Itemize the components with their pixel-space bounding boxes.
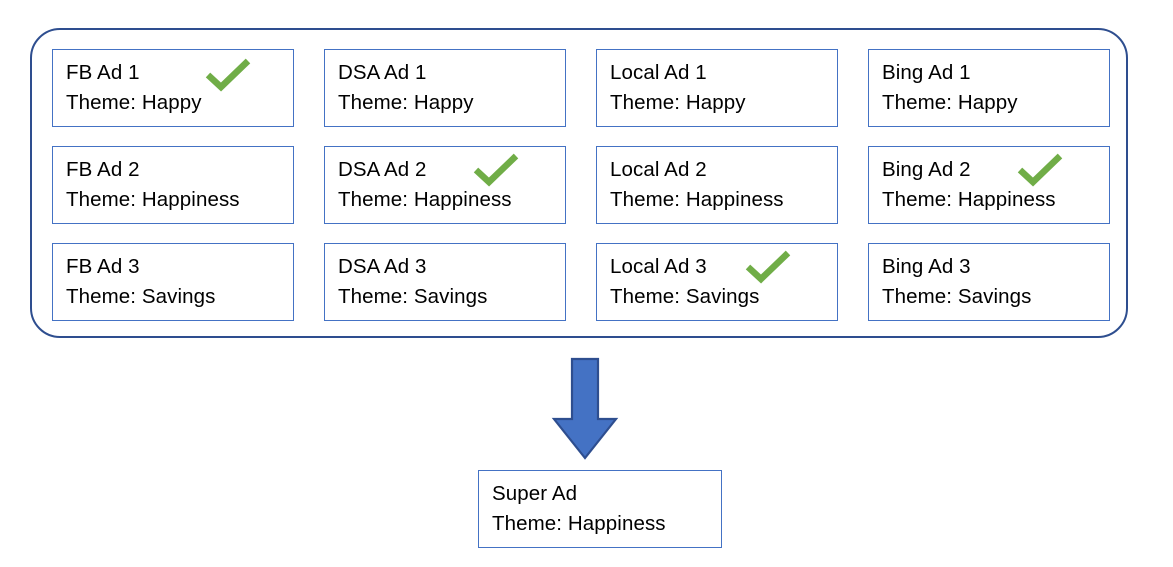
ad-card-title: Bing Ad 1 (882, 61, 971, 84)
arrow-down-icon (551, 357, 619, 462)
ad-card[interactable]: Local Ad 2 Theme: Happiness (596, 146, 838, 224)
ad-card-theme: Theme: Happy (882, 91, 1018, 114)
ad-card-theme: Theme: Happiness (882, 188, 1056, 211)
ad-card[interactable]: DSA Ad 1 Theme: Happy (324, 49, 566, 127)
ad-card-title: Local Ad 2 (610, 158, 707, 181)
ad-card-theme: Theme: Happiness (66, 188, 240, 211)
ad-card[interactable]: FB Ad 1 Theme: Happy (52, 49, 294, 127)
ad-card-theme: Theme: Happy (338, 91, 474, 114)
super-ad-card[interactable]: Super Ad Theme: Happiness (478, 470, 722, 548)
ad-card-title: FB Ad 3 (66, 255, 140, 278)
ad-card-theme: Theme: Happy (610, 91, 746, 114)
ad-card[interactable]: FB Ad 3 Theme: Savings (52, 243, 294, 321)
ad-card-theme: Theme: Happiness (610, 188, 784, 211)
ad-card-title: DSA Ad 2 (338, 158, 427, 181)
ad-card[interactable]: Local Ad 1 Theme: Happy (596, 49, 838, 127)
super-ad-title: Super Ad (492, 482, 578, 505)
ad-card-title: DSA Ad 1 (338, 61, 427, 84)
ad-card[interactable]: Bing Ad 3 Theme: Savings (868, 243, 1110, 321)
ad-card[interactable]: FB Ad 2 Theme: Happiness (52, 146, 294, 224)
ad-card-title: FB Ad 1 (66, 61, 140, 84)
ad-card-theme: Theme: Happiness (338, 188, 512, 211)
ad-card-title: Local Ad 1 (610, 61, 707, 84)
ad-card[interactable]: DSA Ad 2 Theme: Happiness (324, 146, 566, 224)
super-ad-theme: Theme: Happiness (492, 512, 666, 535)
ad-card-theme: Theme: Savings (882, 285, 1032, 308)
ad-card[interactable]: Bing Ad 2 Theme: Happiness (868, 146, 1110, 224)
ad-card-theme: Theme: Happy (66, 91, 202, 114)
ad-card-theme: Theme: Savings (66, 285, 216, 308)
ad-card-title: DSA Ad 3 (338, 255, 427, 278)
ad-card[interactable]: DSA Ad 3 Theme: Savings (324, 243, 566, 321)
ad-card-title: FB Ad 2 (66, 158, 140, 181)
ad-card-theme: Theme: Savings (610, 285, 760, 308)
ad-card[interactable]: Bing Ad 1 Theme: Happy (868, 49, 1110, 127)
ad-card-title: Bing Ad 3 (882, 255, 971, 278)
ad-card-title: Bing Ad 2 (882, 158, 971, 181)
ad-card-theme: Theme: Savings (338, 285, 488, 308)
ad-card-title: Local Ad 3 (610, 255, 707, 278)
ad-card[interactable]: Local Ad 3 Theme: Savings (596, 243, 838, 321)
